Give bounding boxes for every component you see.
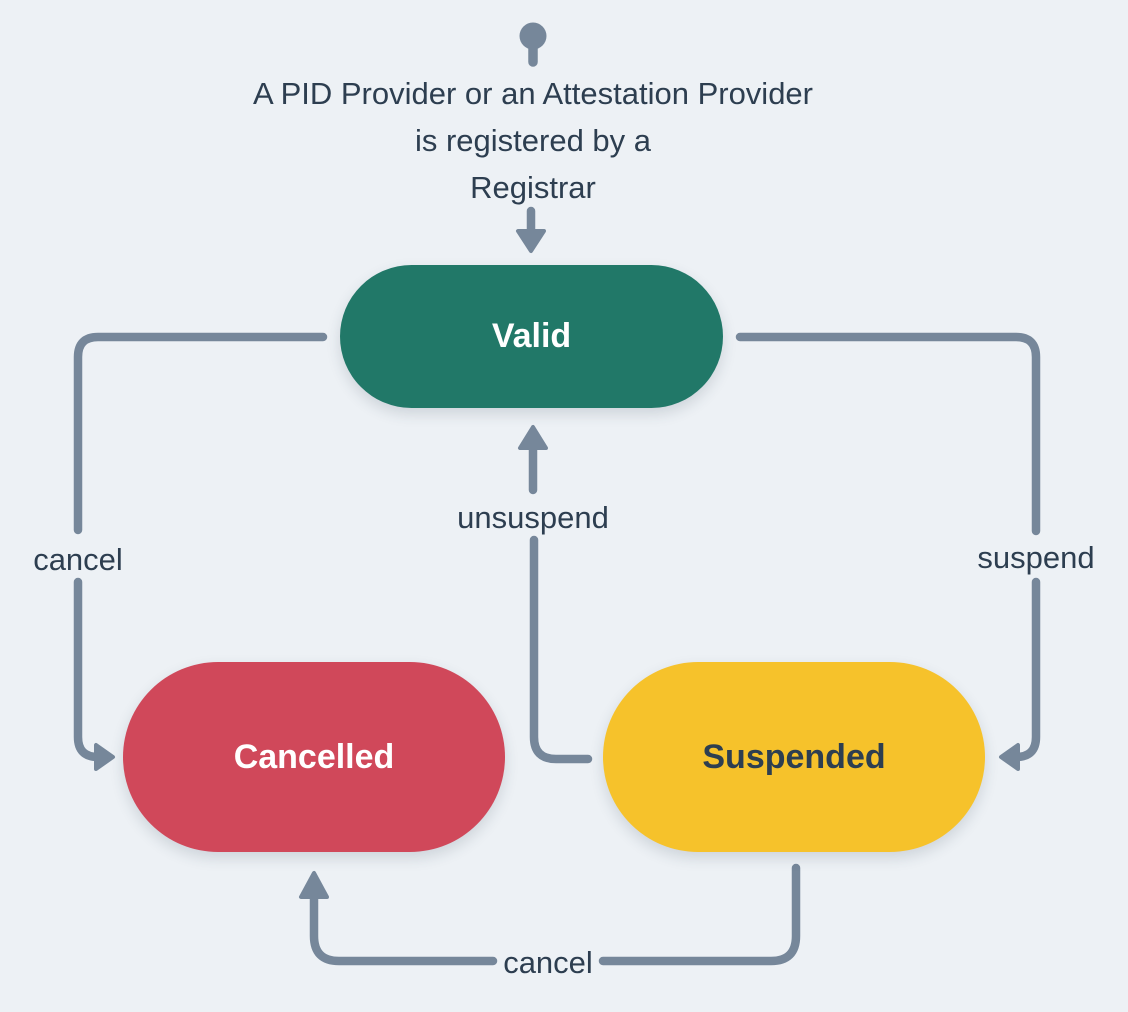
edge-valid-to-cancelled — [73, 332, 328, 771]
arrowhead-right-icon — [94, 743, 115, 771]
state-suspended-label: Suspended — [702, 737, 886, 776]
state-cancelled: Cancelled — [123, 662, 505, 852]
note-line-2: is registered by a — [414, 123, 652, 158]
state-suspended: Suspended — [603, 662, 985, 852]
edge-segment — [735, 332, 1041, 536]
edge-label-cancel-bottom: cancel — [503, 945, 593, 980]
arrowhead-down-icon — [516, 229, 546, 253]
arrowhead-up-icon — [299, 871, 329, 899]
edge-segment — [1011, 577, 1041, 762]
edge-segment — [309, 894, 498, 966]
state-valid-label: Valid — [491, 317, 572, 355]
initial-state-pin-icon — [519, 22, 547, 67]
edge-suspended-to-valid — [518, 425, 593, 764]
edge-label-suspend: suspend — [977, 540, 1095, 575]
note-line-3: Registrar — [470, 170, 596, 205]
state-cancelled-label: Cancelled — [233, 737, 395, 776]
state-valid: Valid — [340, 265, 723, 408]
edge-segment — [529, 535, 593, 764]
edge-valid-to-suspended — [735, 332, 1041, 771]
arrow-initial-to-valid — [516, 206, 546, 253]
arrowhead-left-icon — [999, 743, 1020, 771]
edge-segment — [598, 863, 801, 966]
initial-note: A PID Provider or an Attestation Provide… — [83, 70, 983, 211]
edge-label-unsuspend: unsuspend — [457, 500, 609, 535]
edge-segment — [73, 332, 328, 535]
edge-suspended-to-cancelled — [299, 863, 801, 966]
pin-head — [519, 22, 547, 50]
edge-segment — [73, 577, 103, 762]
edge-label-cancel-left: cancel — [33, 542, 123, 577]
arrowhead-up-icon — [518, 425, 548, 450]
note-line-1: A PID Provider or an Attestation Provide… — [253, 76, 813, 111]
